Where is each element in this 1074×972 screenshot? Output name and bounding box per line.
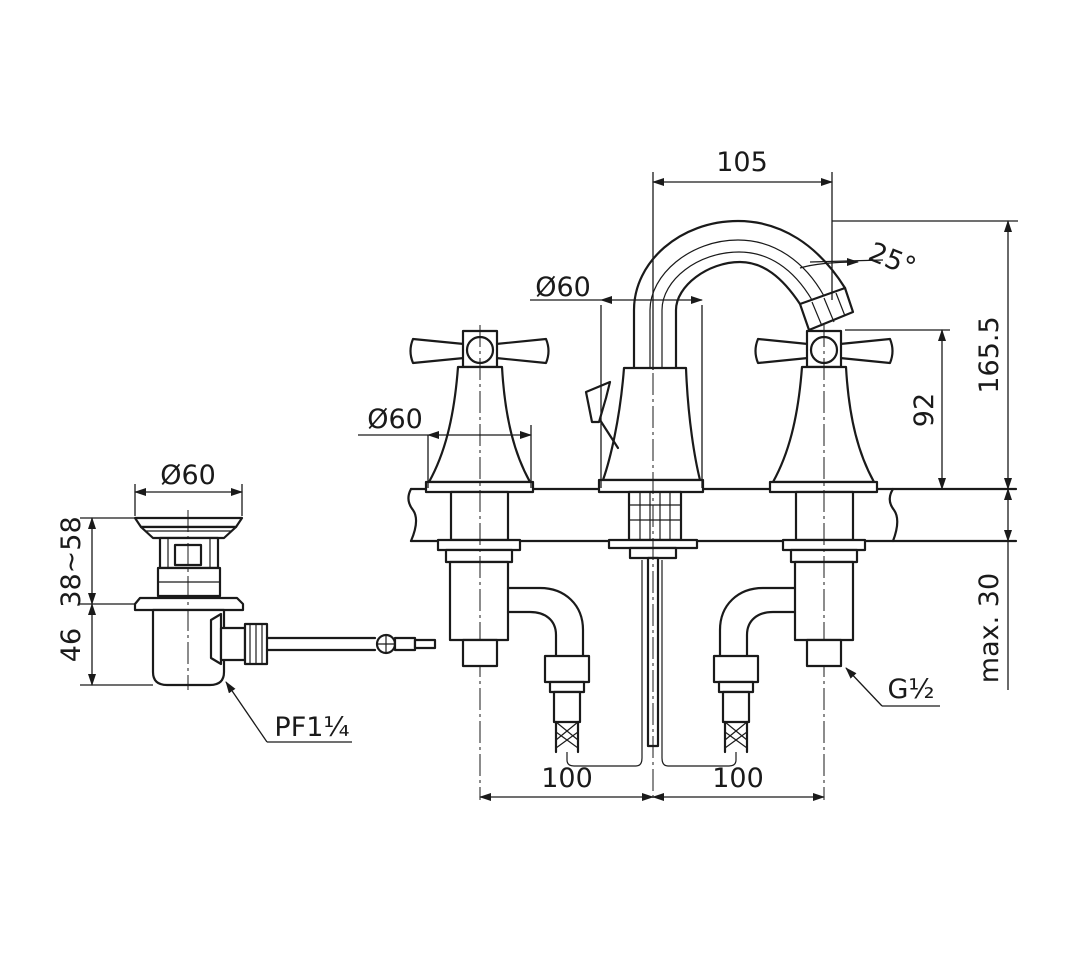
spout-diameter-label: Ø60 <box>535 272 591 303</box>
spout-angle-label: 25° <box>864 237 920 284</box>
spout-height-label: 165.5 <box>974 316 1005 393</box>
drain-range-label: 38~58 <box>56 516 87 607</box>
left-cross-handle <box>409 325 643 800</box>
spout-reach-label: 105 <box>716 147 768 178</box>
handle-height-label: 92 <box>909 393 940 427</box>
popup-lever <box>584 380 620 450</box>
right-spacing-label: 100 <box>712 763 764 794</box>
deck-thickness-label: max. 30 <box>974 573 1005 683</box>
drain-height-label: 46 <box>56 628 87 662</box>
popup-drain <box>133 510 437 690</box>
left-spacing-label: 100 <box>541 763 593 794</box>
drain-diameter-label: Ø60 <box>160 460 216 491</box>
right-cross-handle <box>661 325 894 800</box>
dimension-lines <box>80 172 1018 801</box>
drain-thread-label: PF1¼ <box>274 712 349 743</box>
handle-diameter-label: Ø60 <box>367 404 423 435</box>
inlet-thread-label: G½ <box>887 674 934 705</box>
spout <box>597 219 855 494</box>
